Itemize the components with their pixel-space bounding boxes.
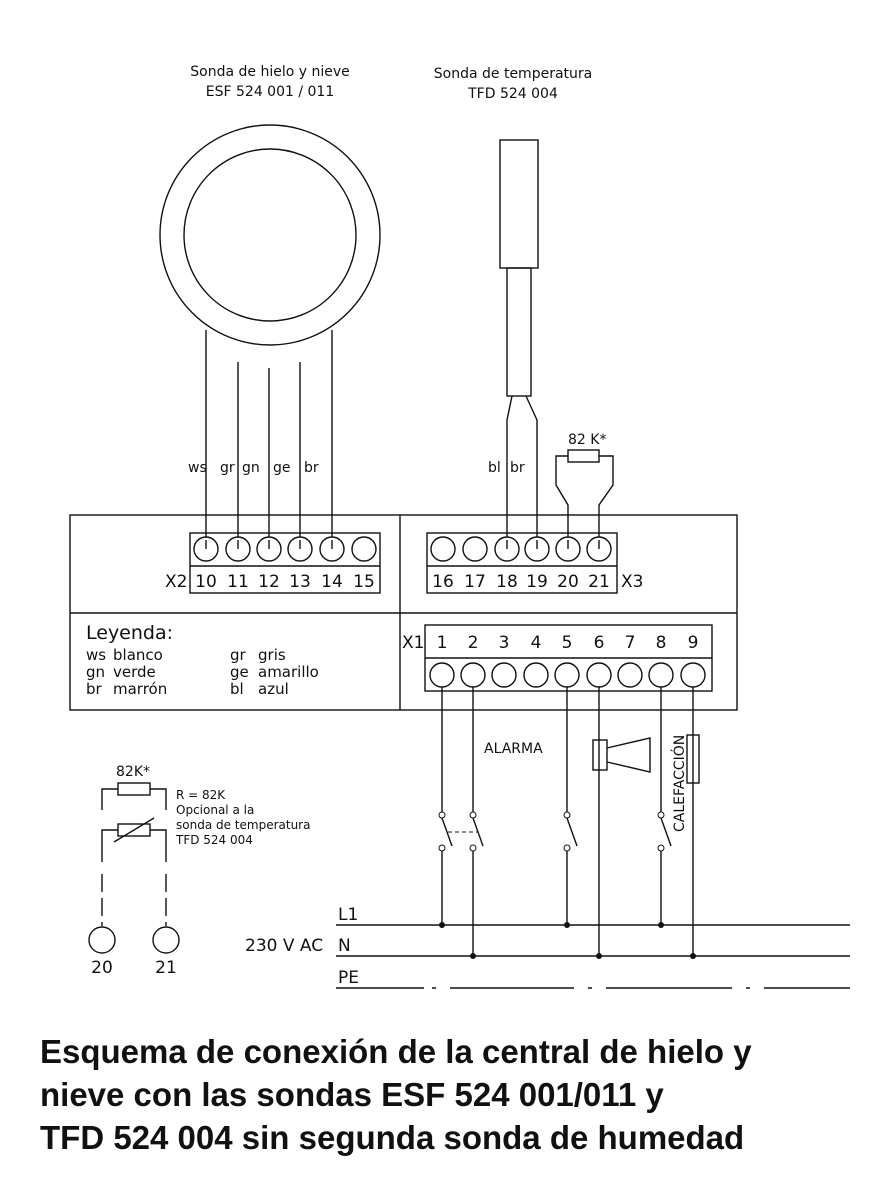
line-l1-label: L1 bbox=[338, 905, 358, 925]
terminal-block-x3-label: X3 bbox=[621, 572, 643, 592]
caption-line-3: TFD 524 004 sin segunda sonda de humedad bbox=[40, 1119, 745, 1156]
wire-label-ge: ge bbox=[273, 460, 291, 476]
legend-code-ge: ge bbox=[230, 663, 249, 681]
line-pe-label: PE bbox=[338, 968, 359, 988]
ice-snow-probe-title: Sonda de hielo y nieve bbox=[190, 64, 349, 80]
detail-resistor-label: 82K* bbox=[116, 764, 150, 780]
wire-label-gr: gr bbox=[220, 460, 235, 476]
caption-line-1: Esquema de conexión de la central de hie… bbox=[40, 1033, 752, 1070]
terminal-2: 2 bbox=[468, 633, 479, 653]
terminal-7: 7 bbox=[625, 633, 636, 653]
legend-name-bl: azul bbox=[258, 680, 289, 698]
wire-label-ws: ws bbox=[188, 460, 207, 476]
heating-label: CALEFACCIÓN bbox=[670, 735, 688, 832]
terminal-10: 10 bbox=[195, 572, 217, 592]
terminal-3: 3 bbox=[499, 633, 510, 653]
output-wiring bbox=[438, 687, 700, 956]
controller-housing bbox=[69, 514, 738, 711]
caption-line-2: nieve con las sondas ESF 524 001/011 y bbox=[40, 1076, 664, 1113]
terminal-8: 8 bbox=[656, 633, 667, 653]
terminal-block-x1-label: X1 bbox=[402, 633, 424, 653]
terminal-block-x3 bbox=[426, 532, 618, 594]
terminal-5: 5 bbox=[562, 633, 573, 653]
diagram-caption: Esquema de conexión de la central de hie… bbox=[40, 1030, 870, 1159]
wire-label-gn: gn bbox=[242, 460, 260, 476]
wire-label-br: br bbox=[304, 460, 319, 476]
terminal-9: 9 bbox=[688, 633, 699, 653]
terminal-19: 19 bbox=[526, 572, 548, 592]
wire-label-bl: bl bbox=[488, 460, 501, 476]
terminal-block-x2-label: X2 bbox=[165, 572, 187, 592]
legend-title: Leyenda: bbox=[86, 622, 173, 644]
legend-name-gn: verde bbox=[113, 663, 156, 681]
terminal-17: 17 bbox=[464, 572, 486, 592]
terminal-4: 4 bbox=[531, 633, 542, 653]
line-n-label: N bbox=[338, 936, 351, 956]
resistor-82k bbox=[555, 449, 614, 540]
terminal-16: 16 bbox=[432, 572, 454, 592]
ice-snow-probe bbox=[159, 124, 381, 540]
terminal-12: 12 bbox=[258, 572, 280, 592]
detail-note-3: sonda de temperatura bbox=[176, 818, 310, 832]
supply-lines bbox=[336, 922, 850, 989]
optional-resistor-detail bbox=[88, 782, 180, 954]
terminal-13: 13 bbox=[289, 572, 311, 592]
terminal-20: 20 bbox=[557, 572, 579, 592]
detail-note-1: R = 82K bbox=[176, 788, 226, 802]
legend-name-br: marrón bbox=[113, 680, 167, 698]
detail-terminal-20: 20 bbox=[91, 958, 113, 978]
supply-voltage-label: 230 V AC bbox=[245, 936, 323, 956]
terminal-6: 6 bbox=[594, 633, 605, 653]
terminal-18: 18 bbox=[496, 572, 518, 592]
legend-code-gr: gr bbox=[230, 646, 247, 664]
legend-code-bl: bl bbox=[230, 680, 244, 698]
terminal-21: 21 bbox=[588, 572, 610, 592]
detail-terminal-21: 21 bbox=[155, 958, 177, 978]
legend-name-ws: blanco bbox=[113, 646, 163, 664]
terminal-1: 1 bbox=[437, 633, 448, 653]
terminal-14: 14 bbox=[321, 572, 343, 592]
legend-code-br: br bbox=[86, 680, 103, 698]
resistor-label: 82 K* bbox=[568, 432, 606, 448]
terminal-11: 11 bbox=[227, 572, 249, 592]
legend-code-gn: gn bbox=[86, 663, 105, 681]
wire-label-br-temp: br bbox=[510, 460, 525, 476]
detail-note-2: Opcional a la bbox=[176, 803, 254, 817]
temperature-probe-title: Sonda de temperatura bbox=[434, 66, 592, 82]
legend-code-ws: ws bbox=[86, 646, 106, 664]
ice-snow-probe-model: ESF 524 001 / 011 bbox=[206, 84, 334, 100]
terminal-block-x2 bbox=[189, 532, 381, 594]
terminal-block-x1 bbox=[424, 624, 713, 692]
detail-note-4: TFD 524 004 bbox=[175, 833, 253, 847]
temperature-probe bbox=[499, 139, 539, 540]
alarm-label: ALARMA bbox=[484, 741, 543, 757]
legend-name-ge: amarillo bbox=[258, 663, 319, 681]
terminal-15: 15 bbox=[353, 572, 375, 592]
temperature-probe-model: TFD 524 004 bbox=[467, 86, 558, 102]
legend-name-gr: gris bbox=[258, 646, 286, 664]
